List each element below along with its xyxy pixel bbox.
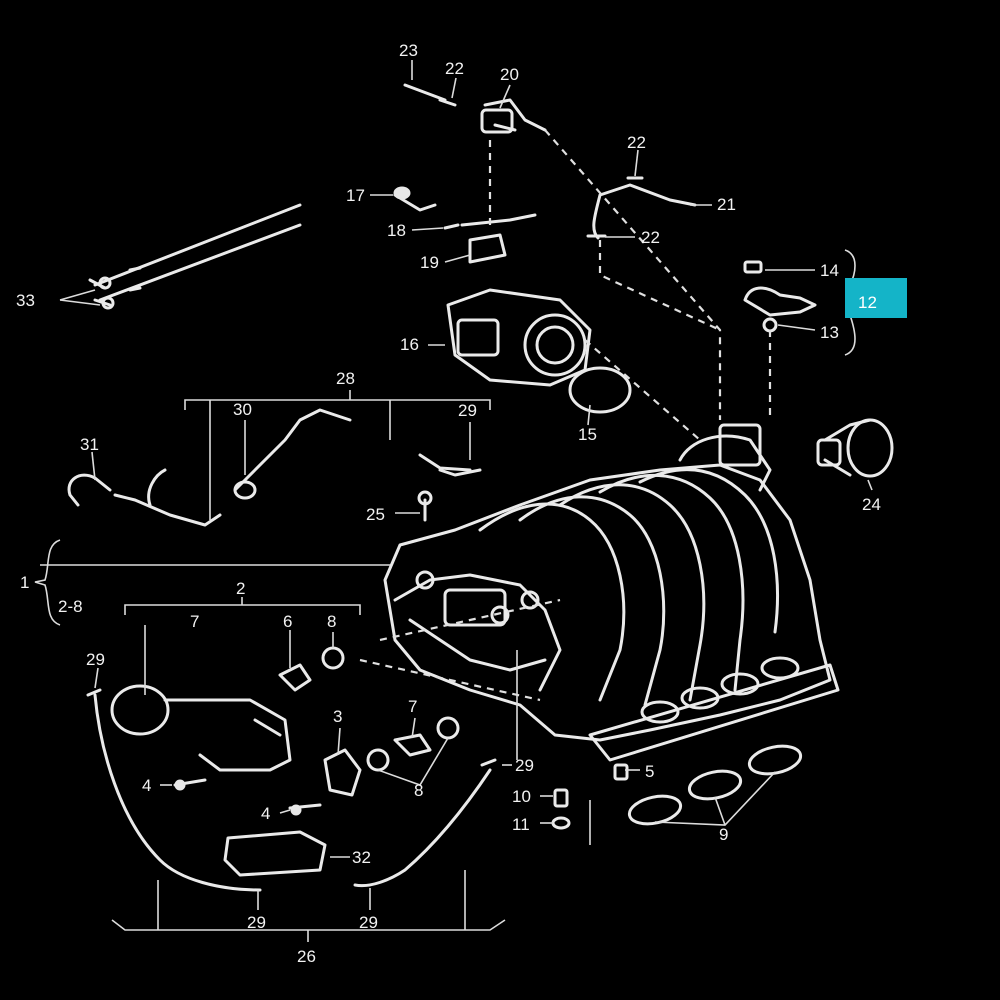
intake-manifold	[383, 423, 840, 762]
label-28: 28	[336, 369, 355, 388]
label-10: 10	[512, 787, 531, 806]
throttle-linkage-parts	[393, 83, 697, 264]
label-5: 5	[645, 762, 654, 781]
label-11: 11	[512, 815, 530, 834]
label-29-upper: 29	[458, 401, 477, 420]
label-8-lower: 8	[414, 781, 423, 800]
label-12: 12	[858, 293, 877, 312]
label-22-top: 22	[445, 59, 464, 78]
label-4-upper: 4	[142, 776, 151, 795]
label-33: 33	[16, 291, 35, 310]
assembly-centerlines	[359, 129, 772, 702]
label-6: 6	[283, 612, 292, 631]
label-7-upper: 7	[190, 612, 199, 631]
highlight-box-12	[845, 278, 907, 318]
label-18: 18	[387, 221, 406, 240]
leader-lines	[34, 60, 882, 942]
label-24: 24	[862, 495, 881, 514]
label-15: 15	[578, 425, 597, 444]
label-20: 20	[500, 65, 519, 84]
label-13: 13	[820, 323, 839, 342]
label-29-bottom-left: 29	[247, 913, 266, 932]
sensor-assembly	[743, 260, 817, 333]
part-labels: 23 22 20 22 17 21 18 22 19 14 33 12 13 1…	[16, 41, 881, 966]
label-22-low: 22	[641, 228, 660, 247]
lower-components	[110, 646, 460, 877]
label-21: 21	[717, 195, 736, 214]
label-17: 17	[346, 186, 365, 205]
label-19: 19	[420, 253, 439, 272]
o-ring	[568, 366, 632, 414]
fasteners	[417, 490, 629, 830]
label-29-bottom-right: 29	[359, 913, 378, 932]
label-29-right: 29	[515, 756, 534, 775]
label-30: 30	[233, 400, 252, 419]
label-22-mid: 22	[627, 133, 646, 152]
label-4-lower: 4	[261, 804, 270, 823]
label-9: 9	[719, 825, 728, 844]
vacuum-hoses	[67, 408, 482, 527]
idle-valve	[816, 418, 894, 478]
label-2-8: 2-8	[58, 597, 83, 616]
label-14: 14	[820, 261, 839, 280]
gasket-set	[627, 744, 803, 826]
vacuum-lines-lower	[86, 688, 497, 892]
label-25: 25	[366, 505, 385, 524]
label-31: 31	[80, 435, 99, 454]
label-29-left: 29	[86, 650, 105, 669]
label-8-upper: 8	[327, 612, 336, 631]
label-7-lower: 7	[408, 697, 417, 716]
label-3: 3	[333, 707, 342, 726]
fuel-rails	[88, 203, 302, 310]
label-2: 2	[236, 579, 245, 598]
label-1: 1	[20, 573, 29, 592]
throttle-body	[446, 288, 592, 387]
label-26: 26	[297, 947, 316, 966]
label-32: 32	[352, 848, 371, 867]
label-23: 23	[399, 41, 418, 60]
label-16: 16	[400, 335, 419, 354]
